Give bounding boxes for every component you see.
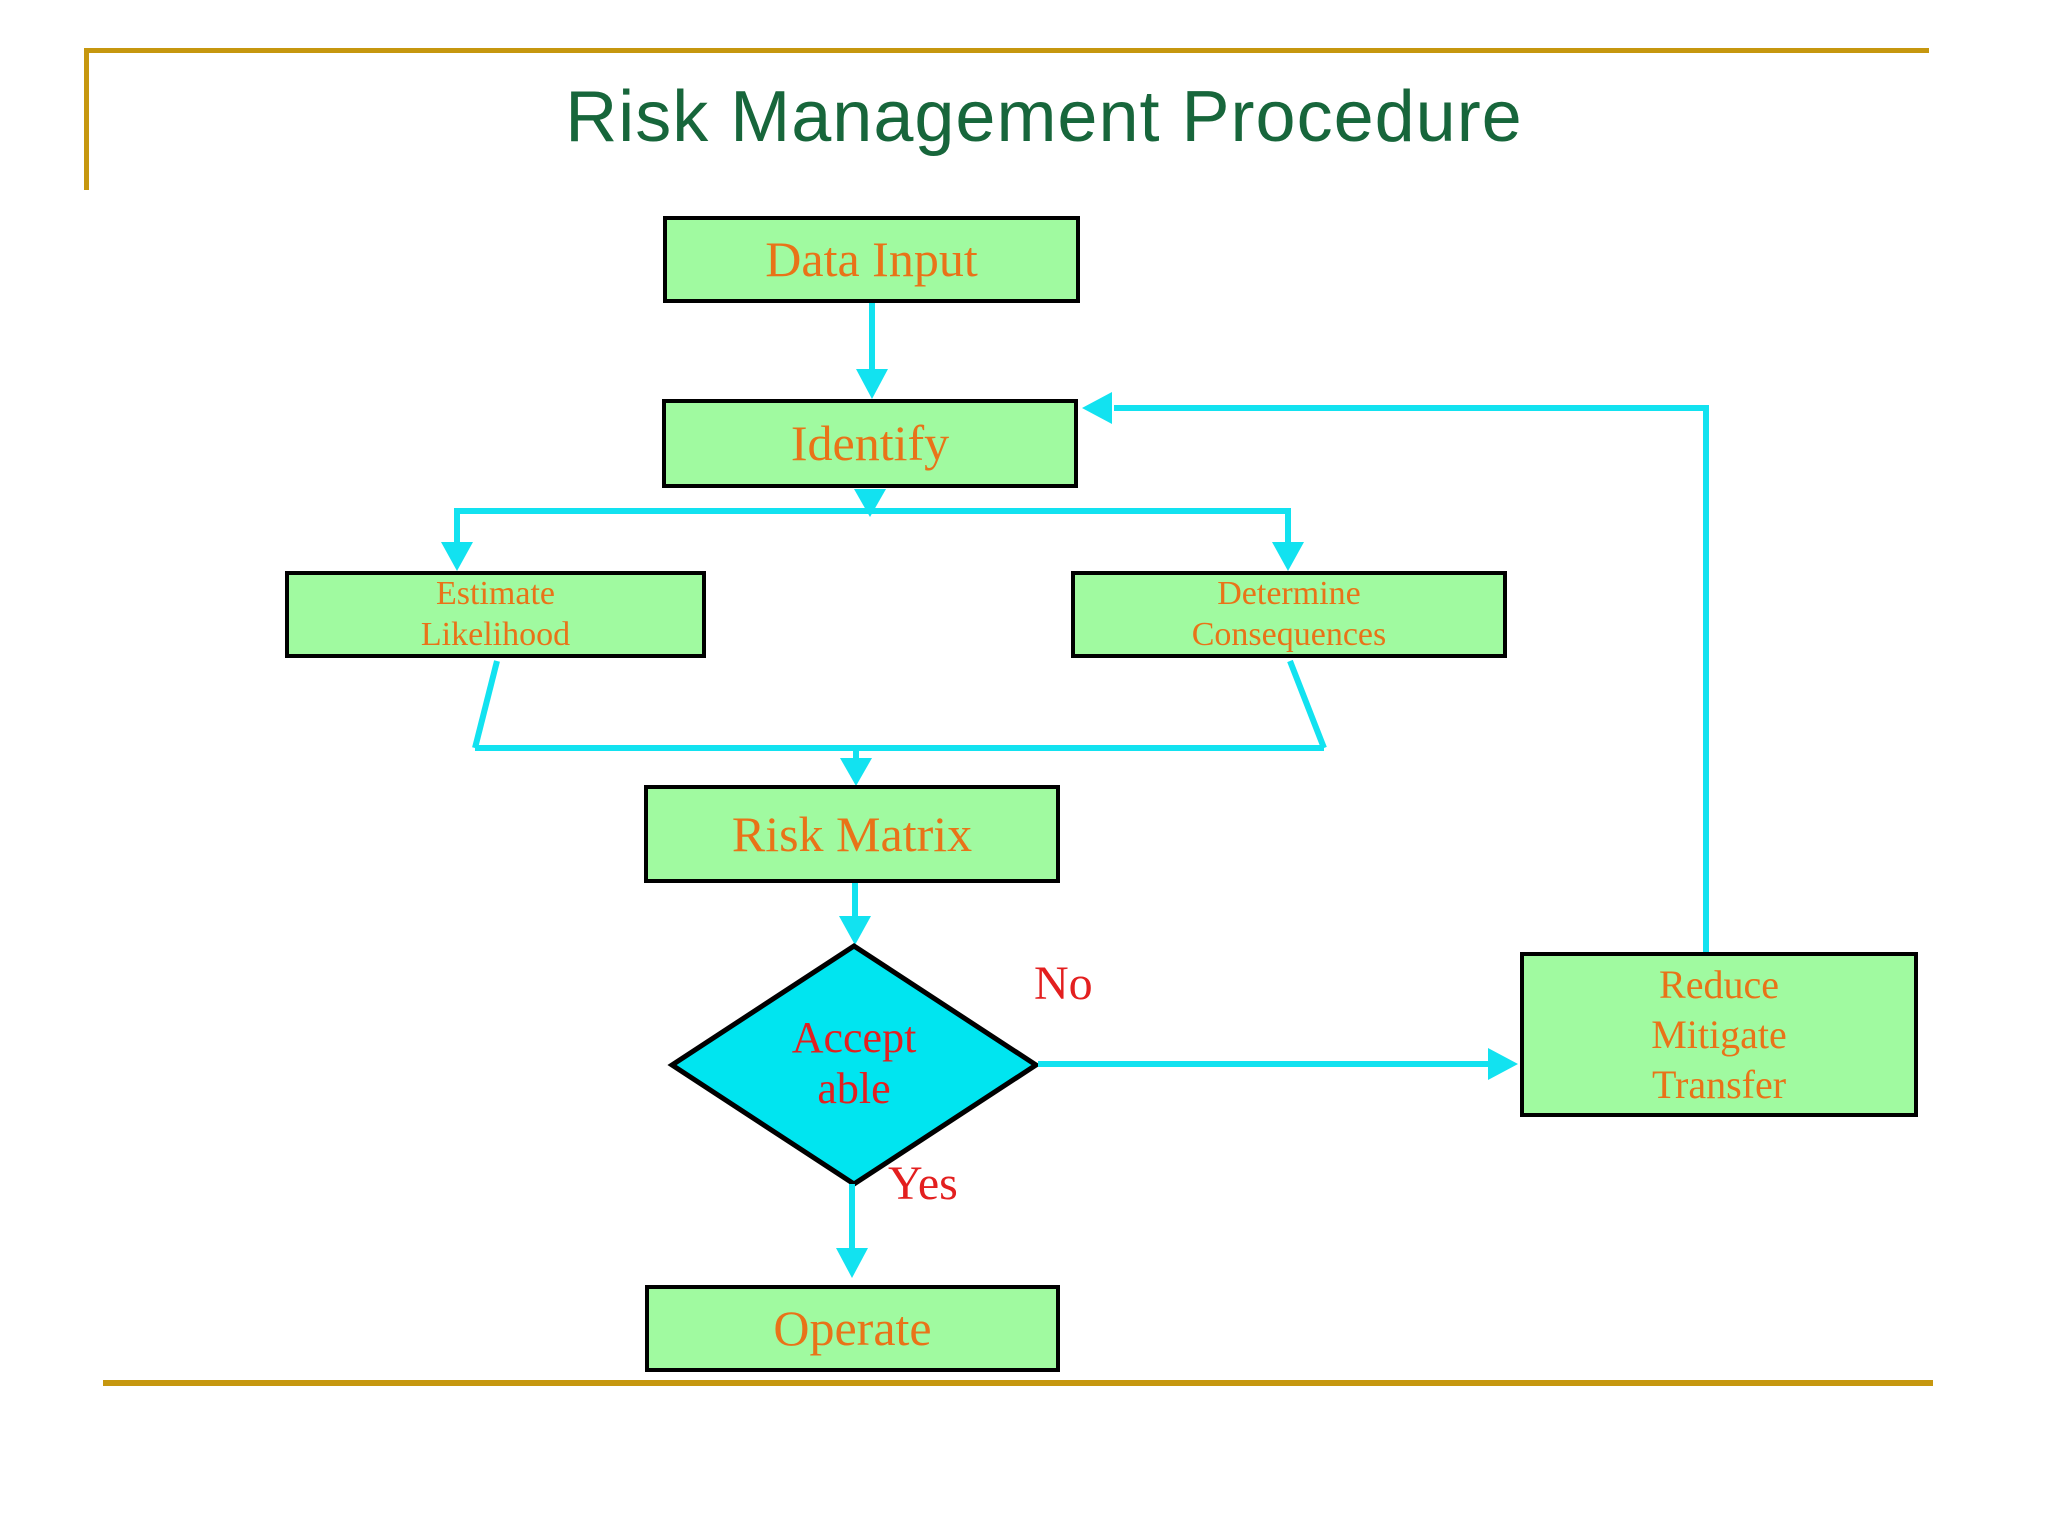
node-label-line1: Reduce (1659, 961, 1779, 1007)
arrowhead-into-operate (836, 1248, 868, 1278)
decision-label-line2: able (817, 1063, 891, 1113)
connector-determine-slant (1287, 659, 1327, 750)
node-label-line2: Mitigate (1651, 1011, 1787, 1057)
arrowhead-feedback-into-identify (1082, 392, 1112, 424)
node-label: Identify (790, 415, 950, 471)
frame-left-border (84, 48, 89, 190)
arrowhead-into-decision (839, 916, 871, 945)
arrowhead-into-determine (1272, 542, 1304, 571)
node-determine-consequences: Determine Consequences (1071, 571, 1507, 658)
node-label-line2: Consequences (1191, 615, 1387, 653)
edge-label-yes: Yes (888, 1157, 958, 1210)
arrowhead-into-risk-matrix (840, 758, 872, 786)
node-identify: Identify (662, 399, 1078, 488)
node-label-line1: Estimate (436, 574, 555, 612)
frame-top-border (84, 48, 1929, 53)
arrowhead-into-identify (856, 369, 888, 399)
arrowhead-into-branch (854, 489, 886, 517)
frame-bottom-border (103, 1380, 1933, 1386)
node-estimate-likelihood: Estimate Likelihood (285, 571, 706, 658)
decision-label: Accept able (704, 1013, 1004, 1114)
arrowhead-into-estimate (441, 542, 473, 571)
node-label-line3: Transfer (1651, 1061, 1787, 1107)
node-data-input: Data Input (663, 216, 1080, 303)
decision-label-line1: Accept (791, 1013, 917, 1062)
node-label-line1: Determine (1217, 574, 1361, 612)
page-title: Risk Management Procedure (565, 77, 1523, 157)
node-label-line2: Likelihood (420, 615, 571, 653)
connector-estimate-slant (472, 660, 500, 749)
node-risk-matrix: Risk Matrix (644, 785, 1060, 883)
node-label: Data Input (765, 231, 978, 287)
node-reduce-mitigate-transfer: Reduce Mitigate Transfer (1520, 952, 1918, 1117)
node-label: Operate (773, 1300, 932, 1356)
node-operate: Operate (645, 1285, 1060, 1372)
edge-label-no: No (1034, 957, 1093, 1010)
arrowhead-into-reduce (1488, 1048, 1518, 1080)
node-label: Risk Matrix (731, 805, 973, 862)
